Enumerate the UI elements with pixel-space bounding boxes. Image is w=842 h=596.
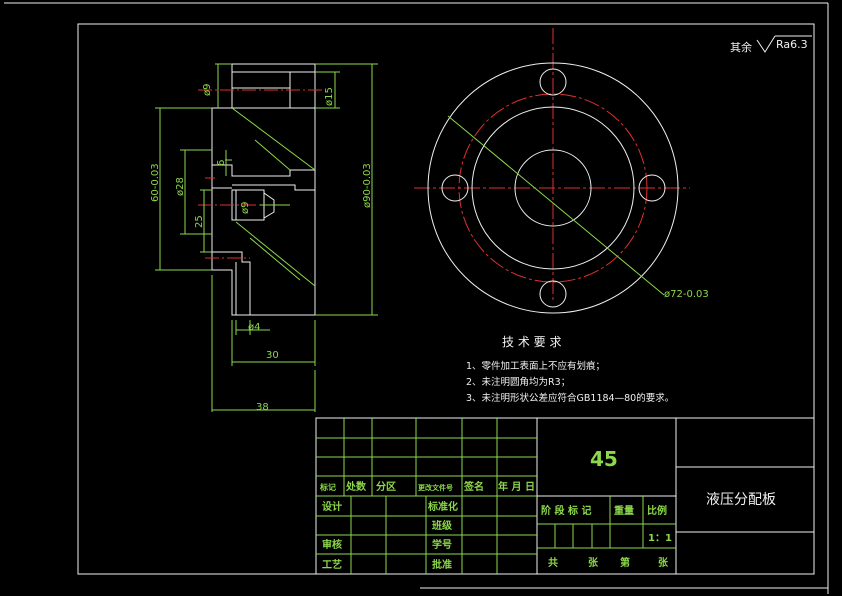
dim-d60: 60-0.03	[150, 163, 161, 202]
header-mark: 标记	[319, 482, 336, 492]
title-block: 45 液压分配板 标记 处数 分区 更改文件号 签名 年 月 日 设计 标准化 …	[315, 417, 815, 575]
technical-requirements: 技 术 要 求 1、零件加工表面上不应有划痕； 2、未注明圆角均为R3； 3、未…	[466, 335, 674, 404]
label-student-no: 学号	[432, 538, 452, 551]
tech-req-item-2: 2、未注明圆角均为R3；	[466, 376, 570, 388]
label-design: 设计	[322, 500, 342, 513]
tech-req-title: 技 术 要 求	[502, 335, 561, 349]
surface-finish-symbol: 其余 Ra6.3	[730, 35, 812, 54]
dim-d9-top: ø9	[202, 84, 213, 96]
label-scale: 比例	[647, 504, 667, 517]
scale-value: 1：1	[648, 533, 672, 544]
dim-38: 38	[256, 402, 269, 413]
side-section-view	[211, 63, 316, 316]
label-sheets-unit2: 张	[658, 556, 669, 569]
header-count: 处数	[345, 480, 367, 493]
dim-d72: ø72-0.03	[664, 289, 709, 300]
dim-d90: ø90-0.03	[362, 163, 373, 208]
dim-d9-mid: ø9	[240, 202, 251, 214]
header-sign: 签名	[463, 480, 484, 493]
label-review: 审核	[322, 538, 342, 551]
surface-finish-prefix: 其余	[730, 40, 752, 54]
dim-30: 30	[266, 350, 279, 361]
dim-d28: ø28	[175, 177, 186, 196]
label-standard: 标准化	[427, 500, 458, 513]
dim-d15: ø15	[324, 87, 335, 106]
tech-req-item-1: 1、零件加工表面上不应有划痕；	[466, 360, 605, 372]
surface-finish-value: Ra6.3	[776, 38, 808, 51]
dim-d4: ø4	[248, 322, 260, 333]
label-approve: 批准	[432, 558, 452, 571]
label-weight: 重量	[614, 504, 634, 517]
label-sheets-nth: 第	[620, 556, 630, 569]
tech-req-item-3: 3、未注明形状公差应符合GB1184—80的要求。	[466, 392, 674, 404]
header-date: 年 月 日	[498, 480, 535, 493]
part-name: 液压分配板	[706, 492, 776, 508]
label-sheets-unit1: 张	[588, 556, 599, 569]
label-stage-mark: 阶 段 标 记	[541, 504, 591, 517]
dim-25: 25	[194, 215, 205, 228]
label-class: 班级	[432, 519, 453, 532]
material-value: 45	[590, 447, 618, 471]
label-process: 工艺	[322, 558, 342, 571]
header-change-doc: 更改文件号	[418, 483, 453, 492]
dim-6: 6	[216, 160, 227, 166]
front-view: ø72-0.03	[414, 28, 709, 314]
side-view-dimension-lines	[155, 63, 378, 412]
label-sheets-total: 共	[548, 556, 558, 569]
header-zone: 分区	[376, 480, 396, 493]
